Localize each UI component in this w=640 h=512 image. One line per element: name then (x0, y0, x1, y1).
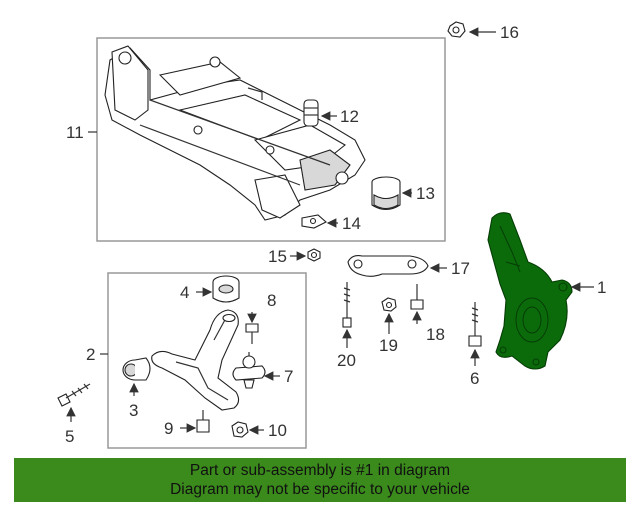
callout-18: 18 (426, 325, 445, 344)
banner-line-2: Diagram may not be specific to your vehi… (170, 481, 470, 498)
leader-lines (66, 27, 594, 435)
callout-16: 16 (500, 23, 519, 42)
nut-10[interactable] (231, 421, 249, 438)
rear-bushing[interactable] (212, 275, 240, 303)
bump-stop[interactable] (303, 99, 319, 127)
bolt-6[interactable] (468, 302, 482, 347)
small-bracket[interactable] (301, 214, 327, 229)
steering-knuckle[interactable] (487, 212, 573, 370)
nut-15[interactable] (307, 248, 321, 262)
callout-19: 19 (379, 336, 398, 355)
callout-10: 10 (268, 421, 287, 440)
subframe-crossmember[interactable] (104, 45, 366, 221)
callout-1: 1 (597, 278, 606, 297)
bolt-5[interactable] (57, 383, 91, 407)
callout-8: 8 (267, 291, 276, 310)
info-banner: Part or sub-assembly is #1 in diagram Di… (14, 458, 626, 502)
callout-20: 20 (337, 351, 356, 370)
callout-3: 3 (129, 401, 138, 420)
bolt-18[interactable] (410, 284, 424, 310)
callout-numbers: 11 16 12 13 14 15 17 1 20 19 18 6 2 4 8 … (65, 23, 606, 446)
callout-12: 12 (340, 107, 359, 126)
ball-joint[interactable] (232, 352, 266, 389)
bolt-8[interactable] (245, 323, 259, 344)
nut-16[interactable] (447, 21, 466, 38)
callout-15: 15 (268, 247, 287, 266)
callout-11: 11 (66, 123, 84, 142)
lower-control-arm[interactable] (151, 309, 240, 411)
lower-arm-group-box (107, 272, 307, 449)
bolt-9[interactable] (196, 410, 210, 433)
nut-19[interactable] (381, 297, 397, 312)
callout-13: 13 (416, 184, 435, 203)
brace-plate[interactable] (347, 255, 429, 277)
arm-bushing[interactable] (122, 357, 151, 381)
subframe-group-box (96, 37, 446, 242)
callout-9: 9 (164, 419, 173, 438)
callout-17: 17 (451, 259, 470, 278)
callout-14: 14 (342, 214, 361, 233)
parts-diagram: 11 16 12 13 14 15 17 1 20 19 18 6 2 4 8 … (57, 21, 606, 449)
long-bolt-20[interactable] (342, 282, 352, 328)
callout-7: 7 (284, 367, 293, 386)
callout-4: 4 (180, 283, 189, 302)
subframe-bushing[interactable] (371, 176, 401, 211)
callout-2: 2 (86, 345, 95, 364)
banner-line-1: Part or sub-assembly is #1 in diagram (189, 462, 451, 479)
callout-6: 6 (470, 369, 479, 388)
callout-5: 5 (65, 427, 74, 446)
